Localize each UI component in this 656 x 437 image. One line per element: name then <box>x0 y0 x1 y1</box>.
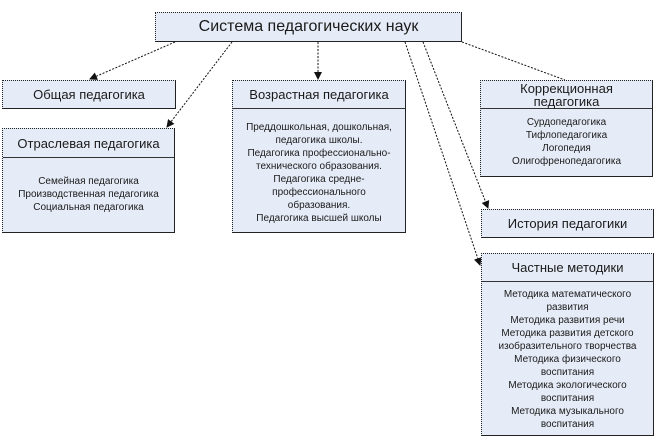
node-correctional-pedagogy: Коррекционная педагогика Сурдопедагогика… <box>480 80 653 177</box>
node-title-line: педагогика <box>533 93 600 109</box>
node-item: Педагогика высшей школы <box>256 213 382 224</box>
node-title: История педагогики <box>507 216 628 231</box>
node-item: Преддошкольная, дошкольная, <box>246 122 392 133</box>
node-items: Методика математического развития Методи… <box>482 282 653 431</box>
node-item: Педагогика средне- <box>273 174 365 185</box>
node-item: воспитания <box>540 367 595 378</box>
node-branch-pedagogy: Отраслевая педагогика Семейная педагогик… <box>2 128 175 233</box>
arrow-to-correctional <box>461 41 566 81</box>
arrow-to-private-methods <box>404 41 482 266</box>
node-item: воспитания <box>540 393 595 404</box>
node-items: Семейная педагогика Производственная пед… <box>3 158 174 214</box>
node-item: Методика математического <box>503 289 632 300</box>
node-title: Коррекционная педагогика <box>481 81 652 109</box>
node-item: Методика развития детского <box>501 328 634 339</box>
node-title: Отраслевая педагогика <box>3 129 174 158</box>
node-item: Логопедия <box>542 143 591 154</box>
node-items: Сурдопедагогика Тифлопедагогика Логопеди… <box>481 109 652 168</box>
node-title: Частные методики <box>482 254 653 282</box>
node-items: Преддошкольная, дошкольная, педагогика ш… <box>233 109 405 225</box>
node-age-pedagogy: Возрастная педагогика Преддошкольная, до… <box>232 80 406 233</box>
node-title-line: Коррекционная <box>520 80 613 96</box>
node-item: воспитания <box>540 419 595 430</box>
root-node: Система педагогических наук <box>155 12 462 42</box>
node-item: педагогика школы. <box>275 135 363 146</box>
node-item: Семейная педагогика <box>38 176 139 187</box>
node-item: Методика музыкального <box>511 406 624 417</box>
node-item: профессионального <box>272 187 366 198</box>
node-item: Социальная педагогика <box>33 202 144 213</box>
node-item: Методика развития речи <box>510 315 625 326</box>
node-title: Общая педагогика <box>33 87 145 102</box>
node-title: Возрастная педагогика <box>233 81 405 109</box>
node-item: Сурдопедагогика <box>526 117 607 128</box>
node-item: Методика экологического <box>508 380 627 391</box>
node-item: развития <box>546 302 589 313</box>
node-item: Производственная педагогика <box>18 189 159 200</box>
arrow-to-general <box>89 41 176 80</box>
node-item: Тифлопедагогика <box>525 130 608 141</box>
node-item: технического образования. <box>256 161 382 172</box>
node-general-pedagogy: Общая педагогика <box>2 80 176 109</box>
node-history-of-pedagogy: История педагогики <box>481 209 654 238</box>
node-item: образования. <box>287 200 351 211</box>
node-item: Олигофренопедагогика <box>511 156 622 167</box>
arrow-to-history <box>422 41 490 209</box>
node-item: Методика физического <box>514 354 621 365</box>
node-item: Педагогика профессионально- <box>247 148 391 159</box>
node-item: изобразительного творчества <box>498 341 637 352</box>
arrow-to-branch <box>166 41 233 128</box>
root-title: Система педагогических наук <box>198 18 419 35</box>
node-private-methods: Частные методики Методика математическог… <box>481 253 654 436</box>
